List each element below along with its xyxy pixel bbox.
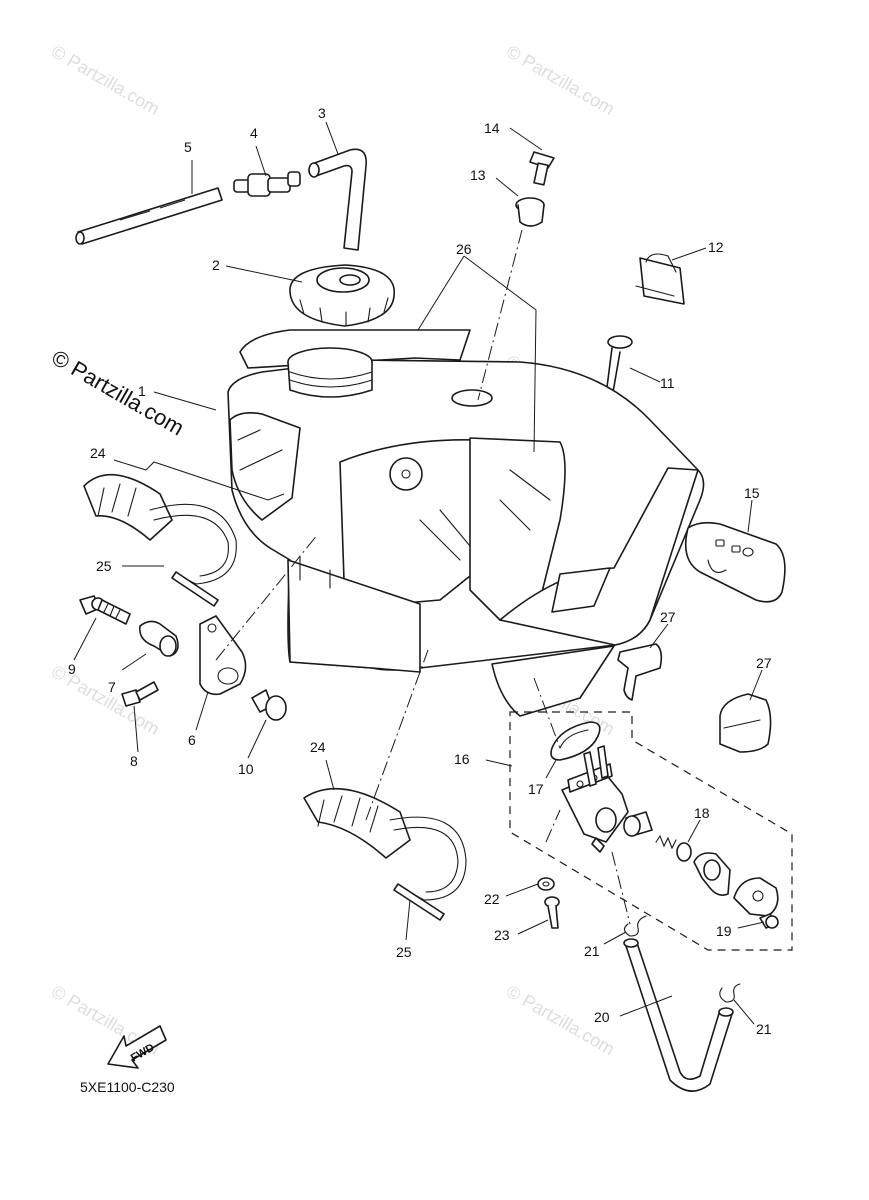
callout-13[interactable]: 13 — [470, 167, 486, 183]
callout-10[interactable]: 10 — [238, 761, 254, 777]
breather-hose-3 — [308, 148, 367, 251]
callout-5[interactable]: 5 — [184, 139, 192, 155]
clip-12 — [635, 253, 685, 305]
callout-9[interactable]: 9 — [68, 661, 76, 677]
callout-16[interactable]: 16 — [454, 751, 470, 767]
o-ring-17 — [550, 721, 601, 761]
callout-19[interactable]: 19 — [716, 923, 732, 939]
fuel-cock-plate — [733, 877, 779, 917]
screw-23 — [544, 896, 560, 929]
callout-21-b[interactable]: 21 — [756, 1021, 772, 1037]
tie-band-25-upper — [149, 503, 237, 607]
diagram-code: 5XE1100-C230 — [80, 1079, 175, 1095]
fuel-hose-20 — [623, 938, 734, 1092]
callout-6[interactable]: 6 — [188, 732, 196, 748]
callout-11[interactable]: 11 — [660, 375, 675, 391]
callout-27-upper[interactable]: 27 — [660, 609, 676, 625]
bolt-10 — [251, 689, 287, 721]
bolt-14 — [529, 151, 555, 186]
callout-22[interactable]: 22 — [484, 891, 500, 907]
callout-4[interactable]: 4 — [250, 125, 258, 141]
callout-18[interactable]: 18 — [694, 805, 710, 821]
fuel-cock-assembly-16 — [509, 711, 793, 951]
screw-19 — [759, 913, 779, 929]
watermark: © Partzilla.com — [48, 661, 163, 739]
callout-7[interactable]: 7 — [108, 679, 116, 695]
callout-14[interactable]: 14 — [484, 120, 500, 136]
callouts: 5 4 3 2 14 13 12 26 1 11 15 24 25 27 27 … — [68, 105, 772, 1037]
callout-24-upper[interactable]: 24 — [90, 445, 106, 461]
callout-15[interactable]: 15 — [744, 485, 760, 501]
tie-band-25-lower — [389, 816, 467, 921]
fuel-cap-2 — [289, 264, 395, 327]
callout-2[interactable]: 2 — [212, 257, 220, 273]
callout-25-lower[interactable]: 25 — [396, 944, 412, 960]
watermark-main: © Partzilla.com — [48, 345, 189, 441]
damper-27a — [617, 643, 663, 701]
spring — [655, 834, 677, 850]
callout-1[interactable]: 1 — [138, 383, 146, 399]
callout-26[interactable]: 26 — [456, 241, 472, 257]
bolt-9 — [79, 595, 131, 625]
callout-24-lower[interactable]: 24 — [310, 739, 326, 755]
rubber-band-24-lower — [303, 787, 411, 859]
callout-27-lower[interactable]: 27 — [756, 655, 772, 671]
washer-22 — [537, 877, 555, 891]
callout-23[interactable]: 23 — [494, 927, 510, 943]
o-ring-18 — [676, 842, 692, 862]
collar-7 — [138, 620, 179, 657]
clip-21a — [623, 915, 647, 937]
breather-pipe-5 — [75, 187, 223, 245]
fuel-cock-lever — [693, 852, 731, 896]
pipe-joint-4 — [233, 171, 301, 197]
callout-12[interactable]: 12 — [708, 239, 724, 255]
assembly-lines — [215, 229, 631, 925]
watermark: © Partzilla.com — [503, 41, 618, 119]
clip-21b — [719, 983, 741, 1003]
leader-lines — [73, 121, 765, 1025]
callout-3[interactable]: 3 — [318, 105, 326, 121]
fuel-tank-1 — [227, 329, 705, 717]
bracket-6 — [199, 615, 247, 696]
rubber-band-24-upper — [83, 474, 173, 541]
watermark: © Partzilla.com — [48, 41, 163, 119]
callout-17[interactable]: 17 — [528, 781, 544, 797]
fuel-cock-body — [561, 745, 653, 853]
callout-8[interactable]: 8 — [130, 753, 138, 769]
callout-25-upper[interactable]: 25 — [96, 558, 112, 574]
damper-27b — [719, 693, 772, 753]
collar-13 — [515, 197, 545, 227]
callout-20[interactable]: 20 — [594, 1009, 610, 1025]
rubber-bracket-15 — [684, 521, 786, 603]
bolt-8 — [121, 681, 159, 707]
callout-21-a[interactable]: 21 — [584, 943, 600, 959]
